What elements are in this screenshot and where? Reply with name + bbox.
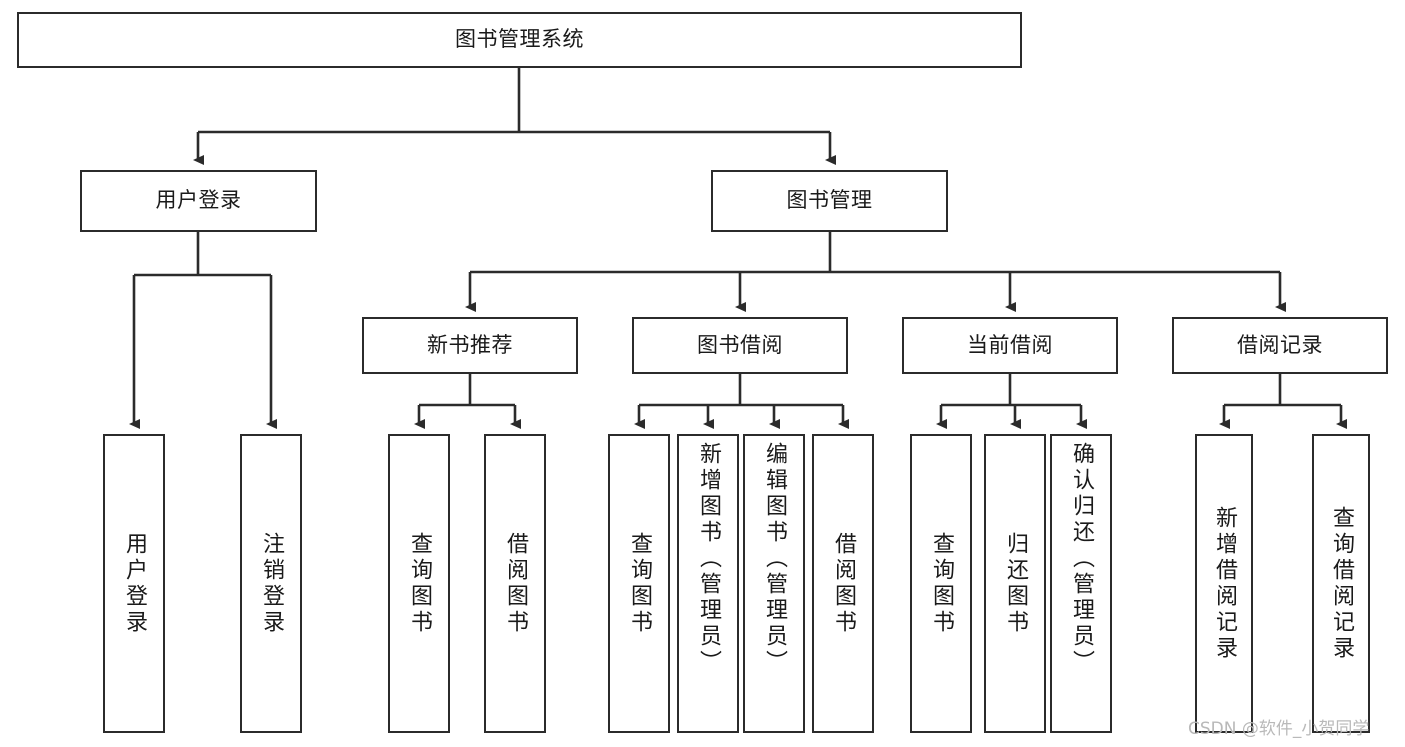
node-leaf-add-book-admin[interactable]: 新增图书（管理员） bbox=[677, 434, 739, 733]
csdn-watermark: CSDN @软件_小贺同学 bbox=[1188, 719, 1370, 739]
node-leaf-user-login-label: 用户登录 bbox=[122, 531, 147, 636]
node-leaf-borrow-book-rec[interactable]: 借阅图书 bbox=[484, 434, 546, 733]
node-book-manage[interactable]: 图书管理 bbox=[711, 170, 948, 232]
node-leaf-borrow-book[interactable]: 借阅图书 bbox=[812, 434, 874, 733]
node-book-borrow[interactable]: 图书借阅 bbox=[632, 317, 848, 374]
node-leaf-edit-book-admin-label: 编辑图书（管理员） bbox=[762, 442, 787, 676]
node-leaf-edit-book-admin[interactable]: 编辑图书（管理员） bbox=[743, 434, 805, 733]
node-leaf-query-book-rec-label: 查询图书 bbox=[407, 531, 432, 636]
node-new-book-recommend-label: 新书推荐 bbox=[427, 332, 513, 357]
node-leaf-query-book-borrow-label: 查询图书 bbox=[627, 531, 652, 636]
node-title[interactable]: 图书管理系统 bbox=[17, 12, 1022, 68]
node-leaf-query-book-cur-label: 查询图书 bbox=[929, 531, 954, 636]
node-book-manage-label: 图书管理 bbox=[786, 188, 873, 213]
node-user-login[interactable]: 用户登录 bbox=[80, 170, 317, 232]
node-leaf-user-login[interactable]: 用户登录 bbox=[103, 434, 165, 733]
node-borrow-record-label: 借阅记录 bbox=[1237, 332, 1323, 357]
node-new-book-recommend[interactable]: 新书推荐 bbox=[362, 317, 578, 374]
node-leaf-query-book-cur[interactable]: 查询图书 bbox=[910, 434, 972, 733]
node-leaf-query-borrow-record[interactable]: 查询借阅记录 bbox=[1312, 434, 1370, 733]
node-leaf-borrow-book-rec-label: 借阅图书 bbox=[503, 531, 528, 636]
node-leaf-return-book[interactable]: 归还图书 bbox=[984, 434, 1046, 733]
node-leaf-borrow-book-label: 借阅图书 bbox=[831, 531, 856, 636]
node-leaf-query-borrow-record-label: 查询借阅记录 bbox=[1329, 505, 1354, 662]
node-leaf-query-book-rec[interactable]: 查询图书 bbox=[388, 434, 450, 733]
node-leaf-user-logout-label: 注销登录 bbox=[259, 531, 284, 636]
node-title-label: 图书管理系统 bbox=[455, 27, 584, 52]
node-leaf-query-book-borrow[interactable]: 查询图书 bbox=[608, 434, 670, 733]
node-leaf-user-logout[interactable]: 注销登录 bbox=[240, 434, 302, 733]
node-user-login-label: 用户登录 bbox=[155, 188, 242, 213]
node-leaf-add-borrow-record[interactable]: 新增借阅记录 bbox=[1195, 434, 1253, 733]
node-book-borrow-label: 图书借阅 bbox=[697, 332, 783, 357]
node-borrow-record[interactable]: 借阅记录 bbox=[1172, 317, 1388, 374]
node-current-borrow-label: 当前借阅 bbox=[967, 332, 1053, 357]
node-current-borrow[interactable]: 当前借阅 bbox=[902, 317, 1118, 374]
node-leaf-add-borrow-record-label: 新增借阅记录 bbox=[1212, 505, 1237, 662]
node-leaf-confirm-return-admin[interactable]: 确认归还（管理员） bbox=[1050, 434, 1112, 733]
node-leaf-confirm-return-admin-label: 确认归还（管理员） bbox=[1069, 442, 1094, 676]
node-leaf-add-book-admin-label: 新增图书（管理员） bbox=[696, 442, 721, 676]
node-leaf-return-book-label: 归还图书 bbox=[1003, 531, 1028, 636]
